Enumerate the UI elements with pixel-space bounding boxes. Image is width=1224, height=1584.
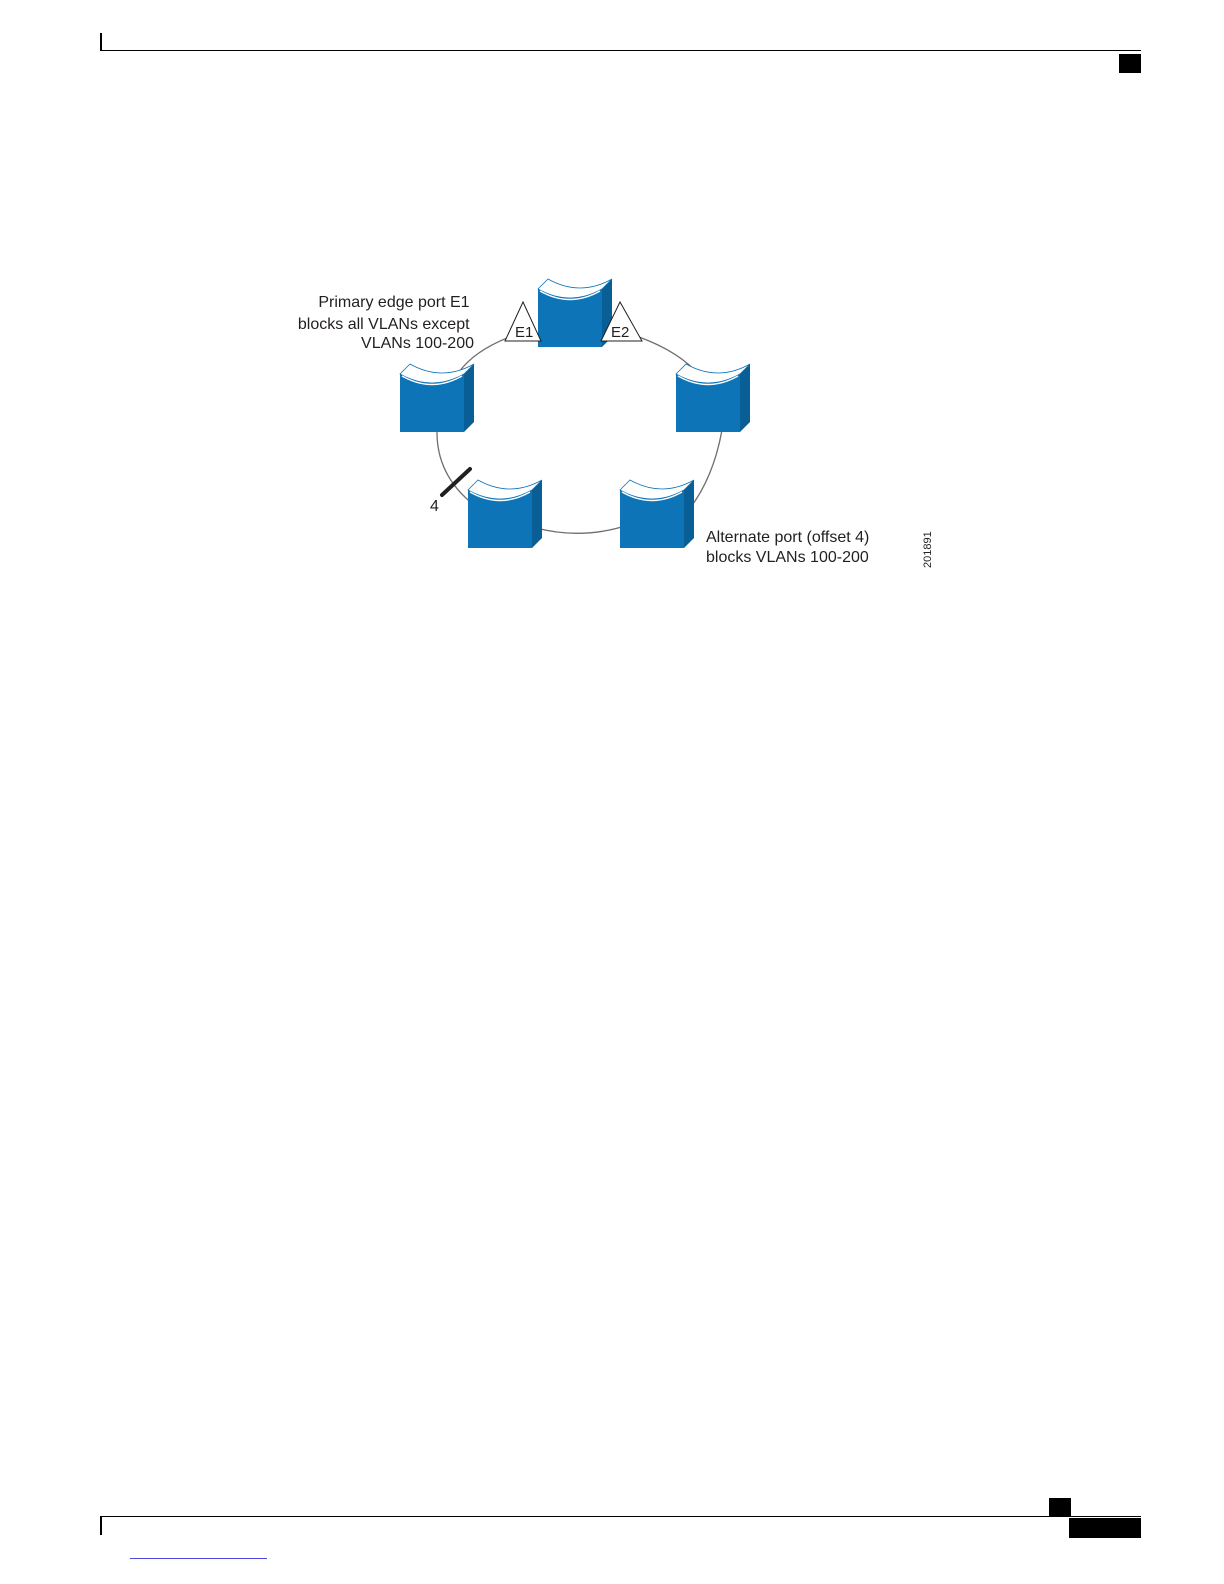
footer-square-marker — [1049, 1498, 1071, 1516]
resilient-ethernet-ring-diagram: E1 E2 Primary edge port E1 blocks all VL… — [0, 0, 1224, 700]
switch-icon-bottom-right — [620, 480, 694, 548]
edge-port-2-label: E2 — [611, 324, 629, 341]
primary-edge-caption: Primary edge port E1 blocks all VLANs ex… — [298, 294, 474, 352]
edge-port-1-label: E1 — [515, 324, 533, 341]
footer-rule — [100, 1516, 1141, 1517]
switch-icon-top — [538, 279, 612, 347]
alternate-port-caption: Alternate port (offset 4) blocks VLANs 1… — [706, 529, 874, 566]
footer-tick — [100, 1517, 102, 1535]
figure-id: 201891 — [922, 531, 934, 568]
switch-icon-left — [400, 364, 474, 432]
footer-link-underline[interactable] — [130, 1558, 267, 1559]
switch-icon-bottom-left — [468, 480, 542, 548]
footer-page-tab — [1069, 1518, 1141, 1538]
switch-icon-right — [676, 364, 750, 432]
ring-link-bottom — [536, 525, 628, 533]
offset-label: 4 — [430, 498, 439, 515]
